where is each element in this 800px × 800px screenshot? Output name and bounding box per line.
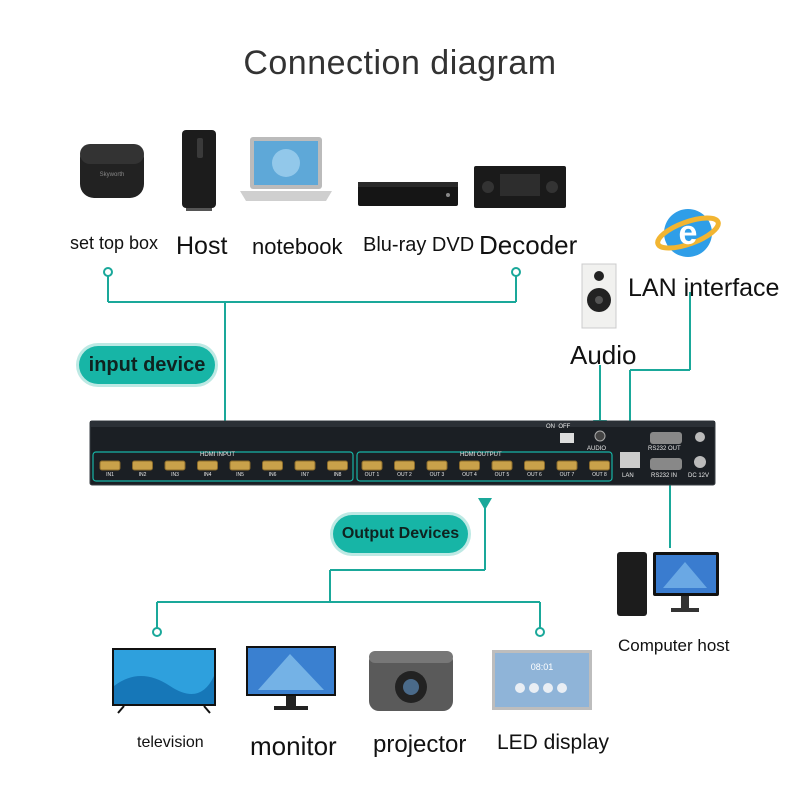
input-label-host: Host <box>176 232 228 260</box>
hdmi-out-port-label: OUT 7 <box>559 472 575 478</box>
svg-text:08:01: 08:01 <box>531 662 554 672</box>
hdmi-out-port-label: OUT 1 <box>364 472 380 478</box>
projector-icon <box>365 645 460 720</box>
rs232-in-label: RS232 IN <box>651 473 678 479</box>
hdmi-out-port-label: OUT 3 <box>429 472 445 478</box>
lan-interface-label: LAN interface <box>628 274 780 302</box>
power-switch-label: ON OFF <box>546 424 571 430</box>
bluray-player-icon <box>356 180 461 215</box>
hdmi-in-port-5 <box>229 460 251 471</box>
diagram-title: Connection diagram <box>243 44 557 82</box>
hdmi-out-port-6 <box>524 460 545 471</box>
output-label-monitor: monitor <box>250 731 337 761</box>
output-devices-pill: Output Devices <box>333 515 468 553</box>
lan-port-label: LAN <box>622 473 634 479</box>
hdmi-out-port-label: OUT 5 <box>494 472 510 478</box>
pc-tower-icon <box>180 128 220 218</box>
hdmi-in-port-label: IN4 <box>203 472 212 478</box>
input-label-notebook: notebook <box>252 234 343 259</box>
hdmi-in-port-label: IN2 <box>138 472 147 478</box>
set-top-box-icon: Skyworth <box>78 140 148 207</box>
hdmi-in-port-7 <box>294 460 316 471</box>
hdmi-in-port-2 <box>132 460 153 471</box>
computer-host-label: Computer host <box>618 636 730 655</box>
hdmi-out-port-label: OUT 8 <box>592 472 607 478</box>
hdmi-out-port-label: OUT 4 <box>462 472 477 478</box>
hdmi-in-port-label: IN5 <box>236 472 244 478</box>
hdmi-in-port-label: IN7 <box>301 472 309 478</box>
hdmi-in-port-3 <box>164 460 186 471</box>
hdmi-out-port-label: OUT 2 <box>397 472 412 478</box>
hdmi-out-port-3 <box>426 460 448 471</box>
input-label-bluray: Blu-ray DVD <box>363 234 475 256</box>
internet-explorer-icon: e <box>655 202 721 269</box>
audio-port-label: AUDIO <box>587 446 607 452</box>
hdmi-output-label: HDMI OUTPUT <box>460 452 502 458</box>
input-label-set-top-box: set top box <box>70 233 159 253</box>
hdmi-in-port-label: IN6 <box>268 472 277 478</box>
svg-text:Skyworth: Skyworth <box>100 172 125 178</box>
hdmi-out-port-7 <box>556 460 578 471</box>
hdmi-in-port-6 <box>262 460 283 471</box>
hdmi-out-port-5 <box>491 460 513 471</box>
speaker-icon <box>580 262 620 337</box>
dc-power-label: DC 12V <box>688 473 710 479</box>
computer-host-icon <box>615 548 725 625</box>
hdmi-out-port-4 <box>459 460 480 471</box>
hdmi-in-port-8 <box>327 460 348 471</box>
hdmi-out-port-label: OUT 6 <box>527 472 542 478</box>
hdmi-out-port-8 <box>589 460 610 471</box>
laptop-icon <box>238 135 333 215</box>
hdmi-in-port-label: IN3 <box>171 472 179 478</box>
input-device-pill: input device <box>79 346 215 384</box>
audio-label: Audio <box>570 340 637 370</box>
hdmi-out-port-1 <box>361 460 383 471</box>
led-display-icon: 08:01 <box>490 648 594 719</box>
hdmi-in-port-label: IN1 <box>106 472 114 478</box>
hdmi-in-port-label: IN8 <box>333 472 342 478</box>
output-label-television: television <box>137 734 204 751</box>
television-icon <box>110 646 220 721</box>
output-label-led-display: LED display <box>497 731 610 754</box>
decoder-icon <box>470 162 570 217</box>
hdmi-out-port-2 <box>394 460 415 471</box>
monitor-icon <box>244 644 339 721</box>
rs232-out-label: RS232 OUT <box>648 446 681 452</box>
output-label-projector: projector <box>373 731 467 758</box>
input-label-decoder: Decoder <box>479 230 578 260</box>
hdmi-input-label: HDMI INPUT <box>200 452 235 458</box>
svg-text:e: e <box>679 214 698 252</box>
hdmi-in-port-1 <box>99 460 121 471</box>
hdmi-in-port-4 <box>197 460 218 471</box>
